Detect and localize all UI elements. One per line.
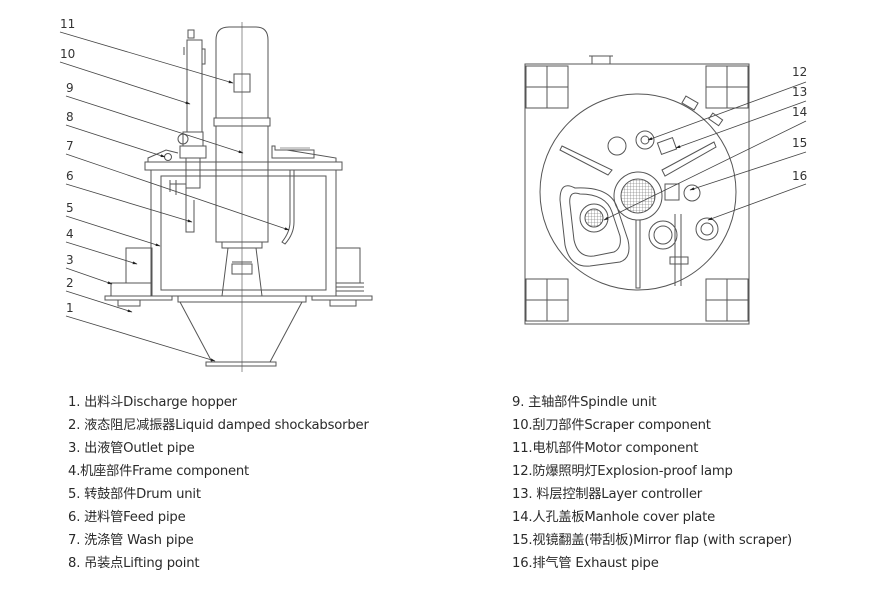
side-callouts: 11 10 9 8 7 6 5 4 3 2 1 [59, 17, 290, 362]
legend-item-lifting-point: 8. 吊装点Lifting point [68, 556, 200, 571]
legend-item-shock-absorber: 2. 液态阻尼减振器Liquid damped shockabsorber [68, 418, 369, 433]
legend-right: 9. 主轴部件Spindle unit 10.刮刀部件Scraper compo… [512, 391, 792, 575]
callout-13: 13 [792, 85, 807, 99]
legend-item-motor-component: 11.电机部件Motor component [512, 441, 699, 456]
legend-item-mirror-flap: 15.视镜翻盖(带刮板)Mirror flap (with scraper) [512, 533, 792, 548]
legend-item-feed-pipe: 6. 进料管Feed pipe [68, 510, 186, 525]
callout-11: 11 [60, 17, 75, 31]
callout-9: 9 [66, 81, 74, 95]
callout-14: 14 [792, 105, 807, 119]
callout-5: 5 [66, 201, 74, 215]
legend-item-manhole-cover-plate: 14.人孔盖板Manhole cover plate [512, 510, 715, 525]
legend-item-explosion-proof-lamp: 12.防爆照明灯Explosion-proof lamp [512, 464, 733, 479]
callout-3: 3 [66, 253, 74, 267]
top-callouts: 12 13 14 15 16 [603, 65, 807, 221]
legend-item-drum-unit: 5. 转鼓部件Drum unit [68, 487, 201, 502]
side-view: 11 10 9 8 7 6 5 4 3 2 1 [59, 17, 373, 372]
callout-2: 2 [66, 276, 74, 290]
legend-left: 1. 出料斗Discharge hopper 2. 液态阻尼减振器Liquid … [68, 391, 369, 575]
legend-item-scraper-component: 10.刮刀部件Scraper component [512, 418, 711, 433]
legend-item-exhaust-pipe: 16.排气管 Exhaust pipe [512, 556, 659, 571]
legend-item-layer-controller: 13. 料层控制器Layer controller [512, 487, 702, 502]
scraper-column [177, 29, 207, 189]
callout-4: 4 [66, 227, 74, 241]
callout-10: 10 [60, 47, 75, 61]
legend-item-outlet-pipe: 3. 出液管Outlet pipe [68, 441, 195, 456]
centrifuge-drawing: 11 10 9 8 7 6 5 4 3 2 1 [59, 17, 807, 372]
callout-12: 12 [792, 65, 807, 79]
callout-8: 8 [66, 110, 74, 124]
callout-7: 7 [66, 139, 74, 153]
callout-15: 15 [792, 136, 807, 150]
top-view: 12 13 14 15 16 [524, 55, 807, 325]
callout-6: 6 [66, 169, 74, 183]
legend-item-discharge-hopper: 1. 出料斗Discharge hopper [68, 395, 237, 410]
legend-item-frame-component: 4.机座部件Frame component [68, 464, 250, 479]
legend-item-spindle-unit: 9. 主轴部件Spindle unit [512, 395, 657, 410]
callout-1: 1 [66, 301, 74, 315]
callout-16: 16 [792, 169, 807, 183]
legend-item-wash-pipe: 7. 洗涤管 Wash pipe [68, 533, 194, 548]
